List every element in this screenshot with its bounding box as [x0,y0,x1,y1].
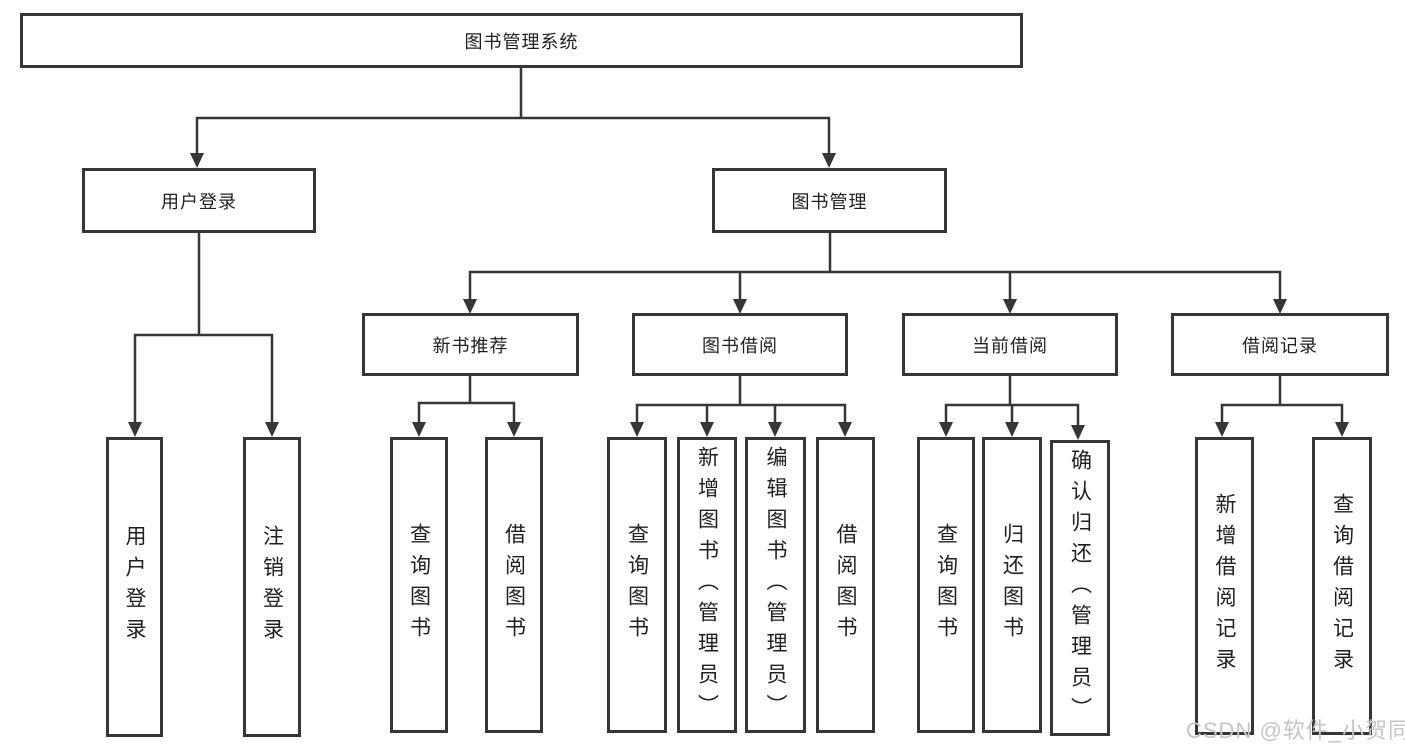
connector-records-to-leaves [1220,374,1344,427]
arrow-head [190,153,204,168]
arrow-head [939,422,953,437]
leaf-confirm-return-admin: 确认归还（管理员） [1050,440,1110,736]
node-library-management-system: 图书管理系统 [20,13,1023,68]
csdn-watermark: CSDN @软件_小贺同学 [1186,718,1405,743]
arrow-head [768,422,782,437]
arrow-head [822,153,836,168]
connector-login-to-leaves [133,231,274,427]
node-new-book-recommend: 新书推荐 [362,313,579,376]
leaf-user-login: 用户登录 [106,437,163,737]
connector-root-to-level1 [195,66,831,158]
leaf-logout: 注销登录 [243,437,301,737]
arrow-head [507,422,521,437]
leaf-edit-book-admin: 编辑图书（管理员） [745,437,806,733]
arrow-head [733,299,747,314]
leaf-query-books-current: 查询图书 [917,437,975,733]
arrow-head [1003,299,1017,314]
arrow-head [128,422,142,437]
connector-recommend-to-leaves [417,374,516,427]
arrow-head [630,422,644,437]
connector-management-to-level2 [468,231,1282,304]
arrow-head [838,422,852,437]
arrow-head [1215,422,1229,437]
leaf-borrow-book: 借阅图书 [816,437,875,733]
leaf-query-books-borrow: 查询图书 [607,437,667,733]
node-current-borrowing: 当前借阅 [902,313,1118,376]
arrow-head [1005,422,1019,437]
node-book-borrowing: 图书借阅 [632,313,848,376]
node-borrow-records: 借阅记录 [1171,313,1389,376]
node-user-login: 用户登录 [82,168,316,233]
leaf-query-borrow-record: 查询借阅记录 [1312,437,1372,735]
arrow-head [1335,422,1349,437]
arrow-head [700,422,714,437]
leaf-borrow-books-recommend: 借阅图书 [485,437,543,733]
arrow-head [412,422,426,437]
leaf-add-borrow-record: 新增借阅记录 [1195,437,1254,735]
connector-current-to-leaves [944,374,1080,430]
arrow-head [1273,299,1287,314]
node-book-management: 图书管理 [712,168,947,233]
leaf-query-books-recommend: 查询图书 [390,437,448,733]
leaf-add-book-admin: 新增图书（管理员） [677,437,737,733]
arrow-head [265,422,279,437]
leaf-return-book: 归还图书 [982,437,1042,733]
arrow-head [1071,425,1085,440]
arrow-head [463,299,477,314]
connector-borrow-to-leaves [635,374,847,427]
